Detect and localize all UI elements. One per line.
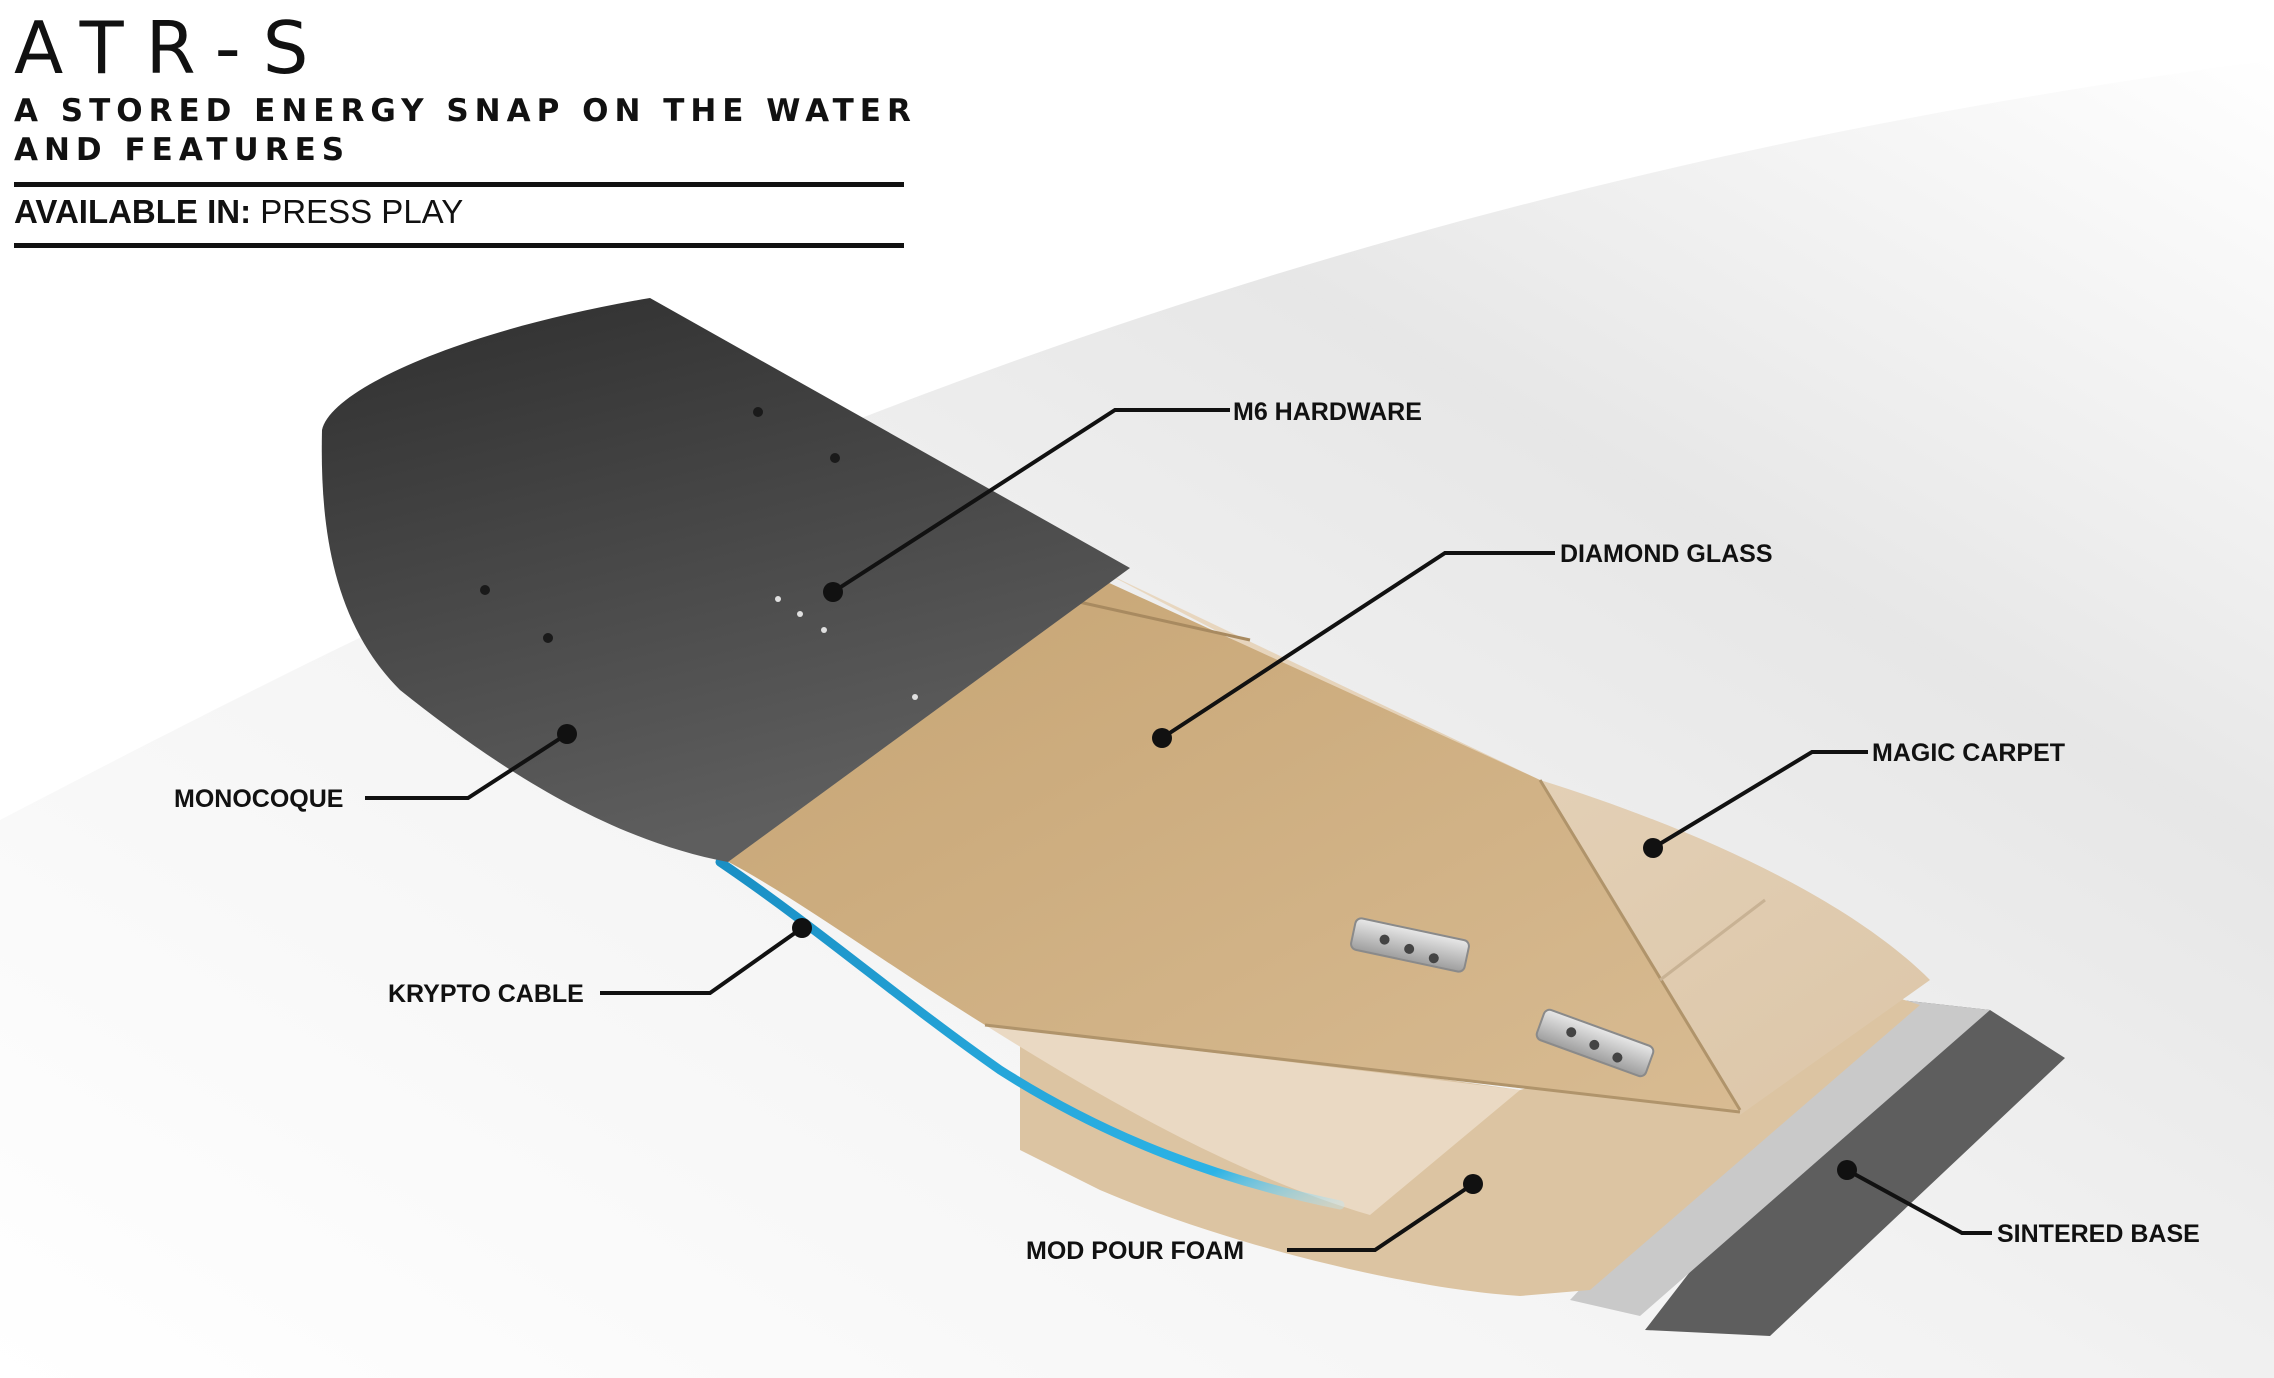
callout-label-mod-pour-foam: MOD POUR FOAM bbox=[1026, 1237, 1244, 1265]
insert-hole bbox=[830, 453, 840, 463]
availability-line: AVAILABLE IN: PRESS PLAY bbox=[14, 187, 914, 237]
header-divider-bottom bbox=[14, 243, 904, 248]
insert-hole bbox=[912, 694, 918, 700]
insert-hole bbox=[797, 611, 803, 617]
insert-hole bbox=[775, 596, 781, 602]
carpet-lower-section bbox=[985, 1025, 1520, 1215]
fin-plate-rear bbox=[1535, 1008, 1655, 1078]
carpet-seam bbox=[1659, 898, 1766, 982]
insert-hole bbox=[821, 627, 827, 633]
callout-label-monocoque: MONOCOQUE bbox=[174, 785, 343, 813]
magic-carpet-layer bbox=[1100, 570, 1930, 1115]
insert-hole bbox=[543, 633, 553, 643]
diamond-glass-layer bbox=[725, 565, 1740, 1110]
base-edge-strip bbox=[1570, 1000, 1990, 1316]
glass-seam-diagonal bbox=[1538, 779, 1742, 1111]
krypto-cable bbox=[715, 857, 1345, 1210]
product-title: ATR-S bbox=[14, 6, 331, 90]
callout-m6-hardware: M6 HARDWARE bbox=[823, 398, 1422, 602]
callout-label-magic-carpet: MAGIC CARPET bbox=[1872, 739, 2065, 767]
product-subtitle: A STORED ENERGY SNAP ON THE WATER AND FE… bbox=[14, 93, 917, 168]
insert-hole bbox=[753, 407, 763, 417]
callout-label-sintered-base: SINTERED BASE bbox=[1997, 1220, 2200, 1248]
callout-label-krypto-cable: KRYPTO CABLE bbox=[388, 980, 584, 1008]
fin-plate-front bbox=[1350, 917, 1470, 973]
availability-value: PRESS PLAY bbox=[260, 193, 464, 230]
callout-magic-carpet: MAGIC CARPET bbox=[1643, 739, 2065, 858]
monocoque-deck bbox=[321, 298, 1130, 862]
availability-label: AVAILABLE IN: bbox=[14, 193, 252, 230]
callout-label-diamond-glass: DIAMOND GLASS bbox=[1560, 540, 1773, 568]
glass-seam-lower bbox=[984, 1023, 1741, 1114]
callout-label-m6-hardware: M6 HARDWARE bbox=[1233, 398, 1422, 426]
callout-diamond-glass: DIAMOND GLASS bbox=[1152, 540, 1773, 748]
callout-mod-pour-foam: MOD POUR FOAM bbox=[1026, 1174, 1483, 1265]
header-divider-top bbox=[14, 182, 904, 187]
callout-sintered-base: SINTERED BASE bbox=[1837, 1160, 2200, 1248]
insert-hole bbox=[480, 585, 490, 595]
glass-seam-upper bbox=[1069, 598, 1251, 642]
product-header: ATR-S A STORED ENERGY SNAP ON THE WATER … bbox=[14, 8, 914, 248]
callout-krypto-cable: KRYPTO CABLE bbox=[388, 918, 812, 1008]
callout-monocoque: MONOCOQUE bbox=[174, 724, 577, 813]
